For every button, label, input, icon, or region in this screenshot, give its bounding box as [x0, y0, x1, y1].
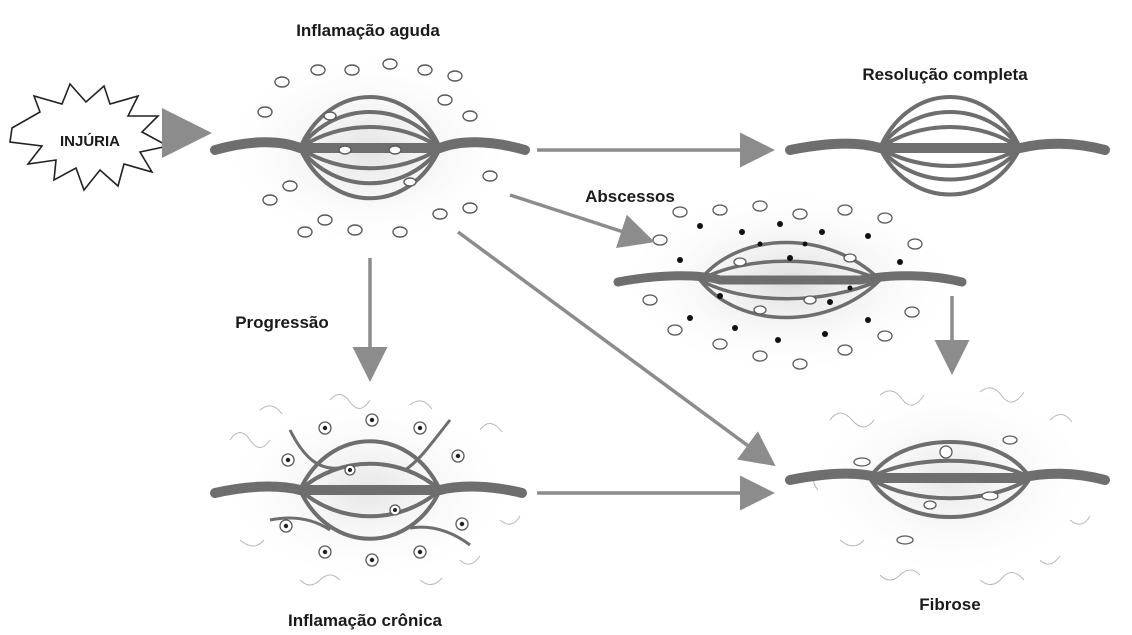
abscess-label: Abscessos — [585, 187, 675, 206]
acute-label: Inflamação aguda — [296, 21, 440, 40]
fibrosis-node: Fibrose — [790, 380, 1105, 614]
resolution-label: Resolução completa — [862, 65, 1028, 84]
abscess-node: Abscessos — [585, 187, 965, 377]
progression-label: Progressão — [235, 313, 329, 332]
injury-node: INJÚRIA — [10, 84, 168, 190]
injury-label: INJÚRIA — [60, 132, 120, 150]
chronic-inflammation-node: Inflamação crônica — [215, 394, 522, 630]
resolution-node: Resolução completa — [790, 65, 1105, 195]
fibrosis-label: Fibrose — [919, 595, 980, 614]
resolution-vessel — [790, 97, 1105, 195]
chronic-label: Inflamação crônica — [288, 611, 443, 630]
acute-inflammation-node: Inflamação aguda — [215, 21, 525, 250]
